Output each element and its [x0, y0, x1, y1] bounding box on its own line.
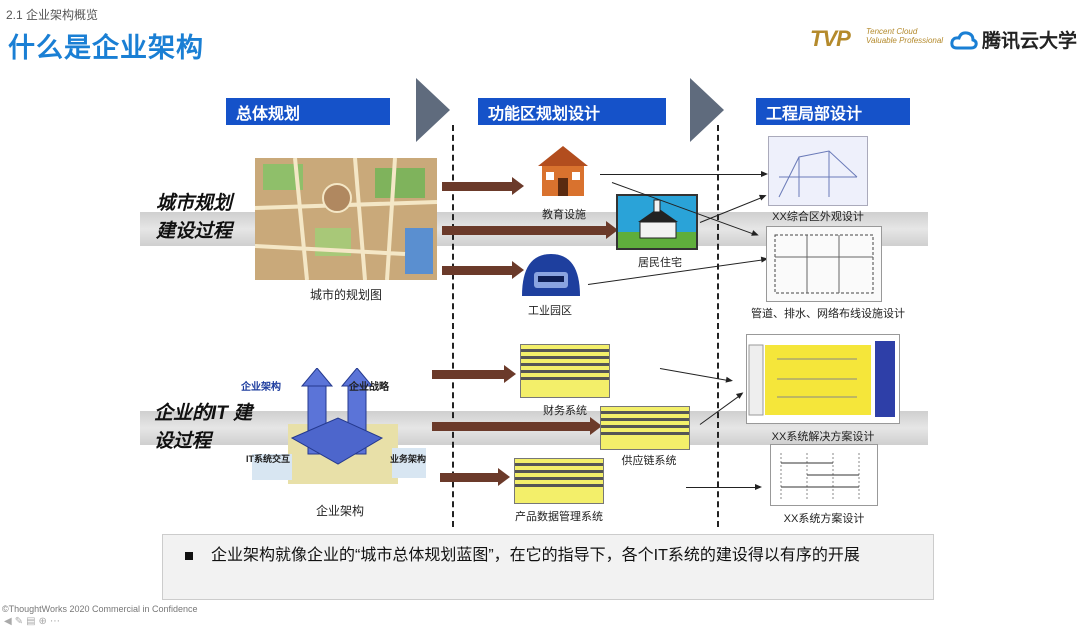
page-title: 什么是企业架构	[8, 33, 204, 63]
bullet-icon	[185, 552, 193, 560]
finance-caption: 财务系统	[543, 405, 587, 417]
arrow-right	[442, 261, 524, 279]
arrow-right	[432, 365, 516, 383]
pipeline-blueprint	[766, 226, 882, 302]
product-caption: 产品数据管理系统	[515, 511, 603, 523]
summary-note: 企业架构就像企业的“城市总体规划蓝图”，在它的指导下，各个IT系统的建设得以有序…	[162, 534, 934, 600]
column-header-overall: 总体规划	[226, 98, 390, 125]
note-text: 企业架构就像企业的“城市总体规划蓝图”，在它的指导下，各个IT系统的建设得以有序…	[211, 547, 860, 564]
arrow-right	[432, 417, 602, 435]
ea-caption: 企业架构	[315, 504, 364, 518]
ea-label: 企业架构	[241, 382, 281, 393]
column-header-engineering: 工程局部设计	[756, 98, 910, 125]
more-icon[interactable]: ⋯	[49, 616, 63, 627]
column-header-functional: 功能区规划设计	[478, 98, 666, 125]
finance-system-image	[520, 344, 610, 398]
cloud-icon	[950, 30, 978, 49]
school-image	[532, 140, 594, 202]
pen-icon[interactable]: ✎	[14, 616, 27, 627]
arrow-right	[686, 484, 762, 490]
arrow-right	[442, 177, 524, 195]
supply-chain-image	[600, 406, 690, 450]
tvp-logo: TVP	[810, 26, 851, 51]
industrial-image	[520, 250, 582, 298]
supply-caption: 供应链系统	[621, 455, 677, 467]
pipeline-caption: 管道、排水、网络布线设施设计	[751, 308, 905, 320]
divider	[717, 125, 719, 527]
brand-name: 腾讯云大学	[982, 31, 1078, 52]
row-label-it: 企业的IT 建设过程	[154, 403, 253, 452]
ea-label: IT系统交互	[246, 454, 290, 464]
exterior-blueprint	[768, 136, 868, 206]
solution-caption: XX系统解决方案设计	[771, 431, 875, 443]
arrow-right	[600, 171, 768, 177]
row-label-city: 城市规划 建设过程	[156, 193, 233, 242]
residence-caption: 居民住宅	[638, 257, 682, 269]
industrial-caption: 工业园区	[528, 305, 572, 317]
zoom-icon[interactable]: ⊕	[38, 616, 50, 627]
ea-label: 企业战略	[349, 382, 389, 393]
ea-label: 业务架构	[390, 454, 427, 464]
residence-image	[616, 194, 698, 250]
arrow-right	[659, 368, 731, 382]
system-design-image	[770, 444, 878, 506]
section-number: 2.1 企业架构概览	[6, 8, 99, 22]
slides-icon[interactable]: ▤	[26, 616, 39, 627]
footer-copyright: ©ThoughtWorks 2020 Commercial in Confide…	[2, 604, 198, 614]
product-data-image	[514, 458, 604, 504]
slide-toolbar[interactable]: ◀✎▤⊕⋯	[4, 616, 63, 627]
edu-caption: 教育设施	[542, 209, 586, 221]
system-design-caption: XX系统方案设计	[783, 513, 865, 525]
solution-design-image	[746, 334, 900, 424]
enterprise-architecture-image	[252, 367, 428, 488]
tencent-cloud-logo: 腾讯云大学	[950, 26, 1077, 53]
tvp-subtitle: Tencent Cloud Valuable Professional	[866, 27, 944, 45]
city-map-image	[254, 157, 438, 281]
chevron-right-icon	[416, 78, 450, 142]
arrow-right	[442, 221, 618, 239]
arrow-right	[440, 468, 510, 486]
divider	[452, 125, 454, 527]
city-map-caption: 城市的规划图	[309, 288, 382, 302]
prev-icon[interactable]: ◀	[4, 616, 15, 627]
exterior-caption: XX综合区外观设计	[772, 211, 864, 223]
